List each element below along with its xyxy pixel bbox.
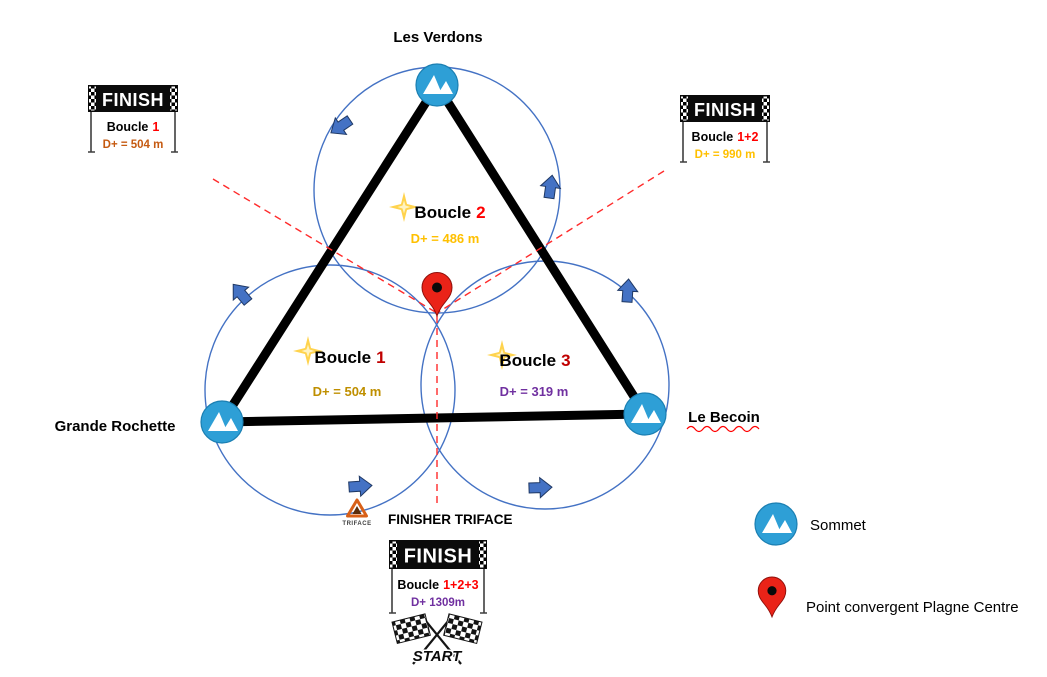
triface-logo-icon: TRIFACE: [342, 498, 371, 527]
banner-checker-strip: [390, 541, 397, 568]
banner-poles: [389, 569, 487, 614]
banner-poles: [680, 122, 770, 163]
dashed-line-upper-left: [212, 178, 438, 314]
banner-poles: [88, 112, 178, 153]
banner-checker-strip: [479, 541, 486, 568]
direction-arrow-icon: [324, 111, 357, 142]
banner-checker-strip: [170, 86, 177, 111]
finish-banner-title: FINISH: [404, 546, 473, 568]
finish-banner-title: FINISH: [694, 100, 756, 120]
legend-convergent-label: Point convergent Plagne Centre: [806, 599, 1019, 616]
summit-label-grande-rochette: Grande Rochette: [55, 418, 176, 435]
summit-icon-les-verdons: [415, 63, 459, 107]
banner-dplus-line: D+ = 990 m: [695, 149, 756, 161]
banner-dplus-line: D+ 1309m: [411, 597, 465, 609]
boucle-3-dplus: D+ = 319 m: [500, 384, 569, 399]
direction-arrow-icon: [616, 277, 640, 304]
banner-checker-strip: [762, 96, 769, 121]
start-flags-icon: START: [391, 613, 483, 667]
boucle-1-dplus: D+ = 504 m: [313, 384, 382, 399]
direction-arrow-icon: [347, 474, 374, 498]
direction-arrow-icon: [528, 476, 553, 499]
finish-banner-board: [389, 540, 487, 569]
triface-logo-label: TRIFACE: [342, 521, 371, 527]
dashed-line-upper-right: [436, 170, 665, 314]
start-label: START: [413, 648, 463, 665]
banner-dplus-line: D+ = 504 m: [103, 139, 164, 151]
spellcheck-underline: [686, 425, 760, 433]
summit-label-le-becoin: Le Becoin: [688, 409, 760, 426]
boucle-2-dplus: D+ = 486 m: [411, 231, 480, 246]
loop-circle-boucle-1: [204, 264, 456, 516]
legend-pin-icon: [757, 576, 787, 618]
summit-icon-le-becoin: [623, 392, 667, 436]
course-triangle: [217, 80, 650, 427]
legend-summit-label: Sommet: [810, 517, 867, 534]
summit-icon-grande-rochette: [200, 400, 244, 444]
finisher-triface-label: FINISHER TRIFACE: [388, 512, 513, 527]
legend-summit-icon: [754, 502, 798, 546]
direction-arrow-icon: [538, 173, 563, 200]
banner-checker-strip: [89, 86, 96, 111]
finish-banner-board: [88, 85, 178, 112]
banner-checker-strip: [681, 96, 688, 121]
finish-banner-board: [680, 95, 770, 122]
finish-banner-title: FINISH: [102, 90, 164, 110]
summit-label-les-verdons: Les Verdons: [393, 29, 482, 46]
